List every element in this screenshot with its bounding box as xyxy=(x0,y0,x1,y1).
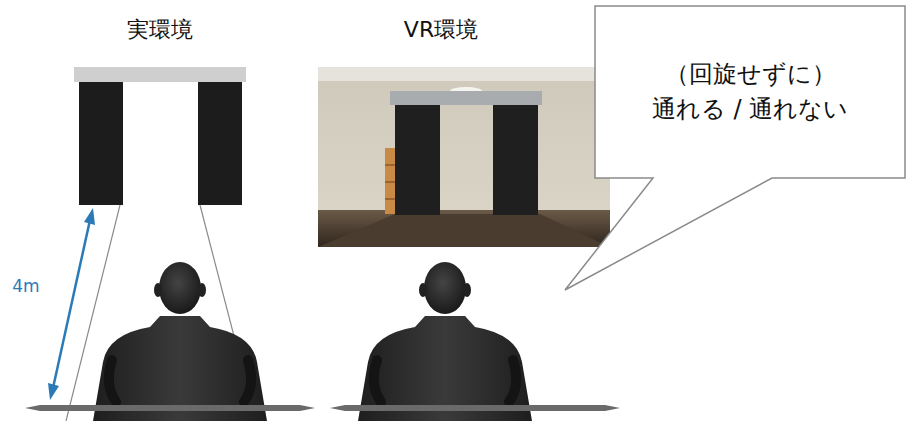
panel-heading: 実環境 xyxy=(127,15,193,45)
bubble-outline xyxy=(593,4,907,180)
bubble-text: （回旋せずに） 通れる / 通れない xyxy=(642,57,858,127)
speech-bubble: （回旋せずに） 通れる / 通れない xyxy=(593,4,907,180)
dimension-label: 4m xyxy=(12,276,39,296)
panel-heading: VR環境 xyxy=(404,15,478,45)
bubble-shape xyxy=(565,6,905,290)
